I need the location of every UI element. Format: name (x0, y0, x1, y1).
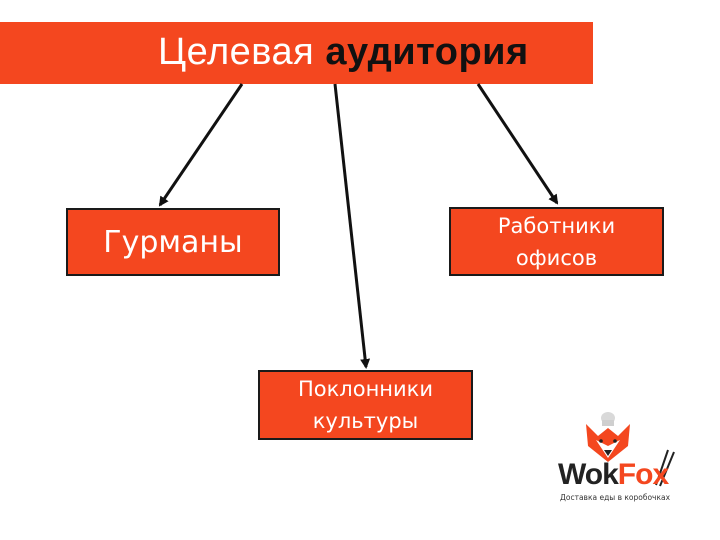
arrow-to-office-workers (476, 83, 559, 205)
logo-word-part-2: Fox (617, 458, 669, 491)
fox-chef-icon (586, 412, 675, 487)
arrow-to-gourmets (158, 83, 244, 207)
logo-wordmark: WokFox (558, 458, 669, 492)
node-culture-fans: Поклонники культуры (258, 370, 473, 440)
node-culture-fans-label: Поклонники культуры (297, 377, 434, 433)
title-bar (0, 22, 593, 84)
node-office-workers-label: Работники офисов (497, 213, 616, 270)
page-title: Целевая аудитория (158, 30, 529, 74)
node-gourmets: Гурманы (66, 208, 280, 276)
arrow-to-culture-fans (333, 83, 371, 369)
logo-tagline: Доставка еды в коробочках (560, 493, 671, 502)
node-gourmets-label: Гурманы (103, 224, 243, 260)
logo-word-part-1: Wok (558, 458, 619, 491)
title-part-1: Целевая (158, 31, 315, 73)
node-office-workers: Работники офисов (449, 207, 664, 276)
title-part-2: аудитория (325, 31, 529, 73)
